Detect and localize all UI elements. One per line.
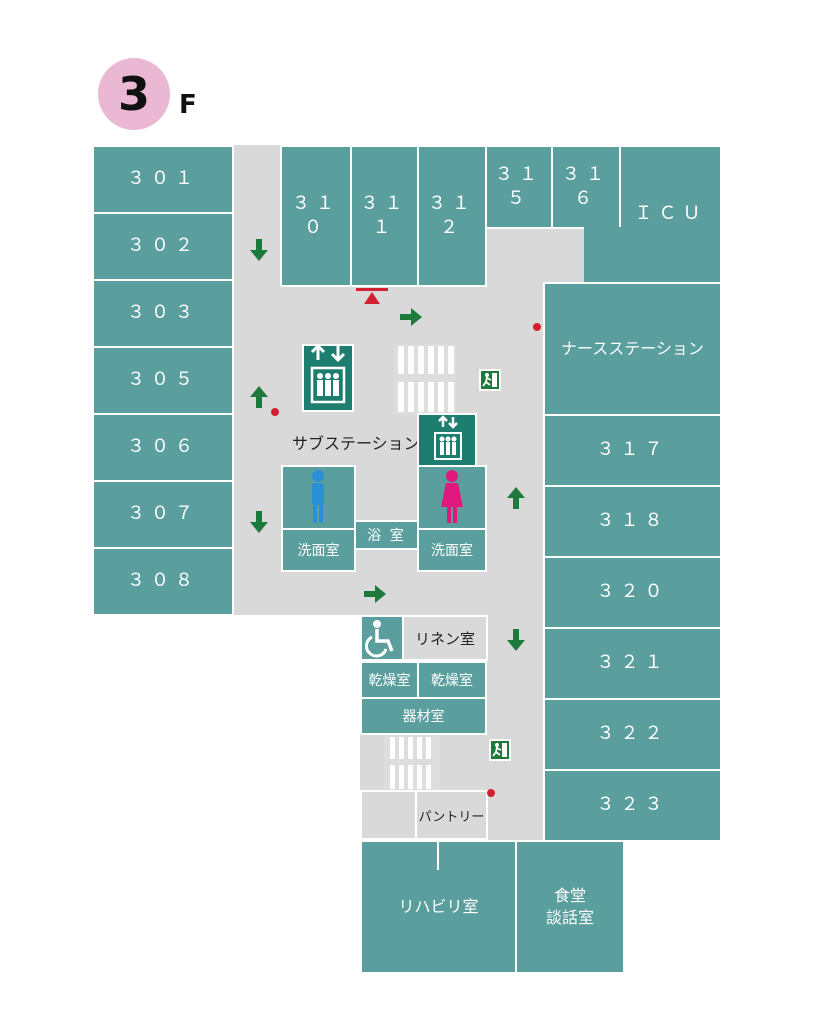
room-315[interactable]: ３１５: [485, 145, 553, 229]
wheelchair-icon: [364, 620, 394, 658]
elevator-2[interactable]: [417, 413, 477, 467]
exit-sign-1: [479, 369, 501, 391]
dryer-room-left[interactable]: 乾燥室: [360, 661, 419, 699]
emergency-exit-icon: [482, 373, 497, 387]
floor-number: 3: [117, 67, 150, 121]
room-icu[interactable]: ＩＣＵ: [619, 145, 722, 284]
accessible-restroom[interactable]: [360, 615, 404, 661]
evacuation-arrow-icon: [250, 239, 268, 261]
elevator-icon: [434, 415, 462, 460]
male-restroom[interactable]: [281, 465, 356, 530]
evacuation-arrow-icon: [364, 585, 386, 603]
elevator-1[interactable]: [302, 343, 354, 412]
stairs-center[interactable]: [394, 344, 456, 414]
emergency-exit-icon: [492, 743, 507, 757]
elevator-icon: [310, 343, 346, 404]
dining-room[interactable]: 食堂 談話室: [515, 840, 625, 974]
stairs-icon: [384, 735, 440, 791]
bath-room[interactable]: 浴 室: [354, 520, 419, 550]
floor-badge: 3: [98, 58, 170, 130]
room-320[interactable]: ３２０: [543, 556, 722, 629]
room-312[interactable]: ３１２: [417, 145, 487, 287]
room-302[interactable]: ３０２: [92, 212, 234, 281]
fire-shutter-icon: [356, 288, 388, 304]
exit-sign-2: [489, 739, 511, 761]
sub-station-label: サブステーション: [292, 434, 420, 453]
room-317[interactable]: ３１７: [543, 414, 722, 487]
nurse-station[interactable]: ナースステーション: [543, 282, 722, 416]
evacuation-arrow-icon: [507, 629, 525, 651]
corridor-north-top: [232, 145, 282, 230]
evacuation-arrow-icon: [507, 487, 525, 509]
fire-extinguisher-dot: [533, 323, 541, 331]
dining-label-2: 談話室: [545, 908, 594, 927]
corridor-south: [232, 570, 544, 615]
washroom-left[interactable]: 洗面室: [281, 528, 356, 572]
pantry-room[interactable]: パントリー: [415, 790, 488, 840]
linen-room[interactable]: リネン室: [402, 615, 488, 661]
room-306[interactable]: ３０６: [92, 413, 234, 482]
dining-label-1: 食堂: [553, 886, 586, 906]
equipment-room[interactable]: 器材室: [360, 697, 487, 735]
dryer-room-right[interactable]: 乾燥室: [417, 661, 487, 699]
evacuation-arrow-icon: [250, 511, 268, 533]
room-307[interactable]: ３０７: [92, 480, 234, 549]
room-310[interactable]: ３１０: [280, 145, 352, 287]
room-316[interactable]: ３１６: [551, 145, 621, 229]
pantry-side-room[interactable]: [360, 790, 417, 840]
female-restroom[interactable]: [417, 465, 487, 530]
stairs-icon: [394, 344, 456, 414]
washroom-right[interactable]: 洗面室: [417, 528, 487, 572]
male-restroom-icon: [312, 470, 324, 523]
icu-connector: [584, 227, 622, 284]
room-305[interactable]: ３０５: [92, 346, 234, 415]
room-318[interactable]: ３１８: [543, 485, 722, 558]
room-321[interactable]: ３２１: [543, 627, 722, 700]
room-308[interactable]: ３０８: [92, 547, 234, 616]
room-303[interactable]: ３０３: [92, 279, 234, 348]
room-301[interactable]: ３０１: [92, 145, 234, 214]
floor-suffix: F: [179, 90, 197, 120]
pantry-label: パントリー: [418, 809, 485, 825]
room-323[interactable]: ３２３: [543, 769, 722, 842]
stairs-lower[interactable]: [384, 735, 440, 791]
female-restroom-icon: [441, 470, 463, 523]
rehab-connector: [437, 840, 517, 870]
fire-extinguisher-dot: [487, 789, 495, 797]
room-322[interactable]: ３２２: [543, 698, 722, 771]
room-311[interactable]: ３１１: [350, 145, 419, 287]
fire-extinguisher-dot: [271, 408, 279, 416]
evacuation-arrow-icon: [400, 308, 422, 326]
evacuation-arrow-icon: [250, 386, 268, 408]
